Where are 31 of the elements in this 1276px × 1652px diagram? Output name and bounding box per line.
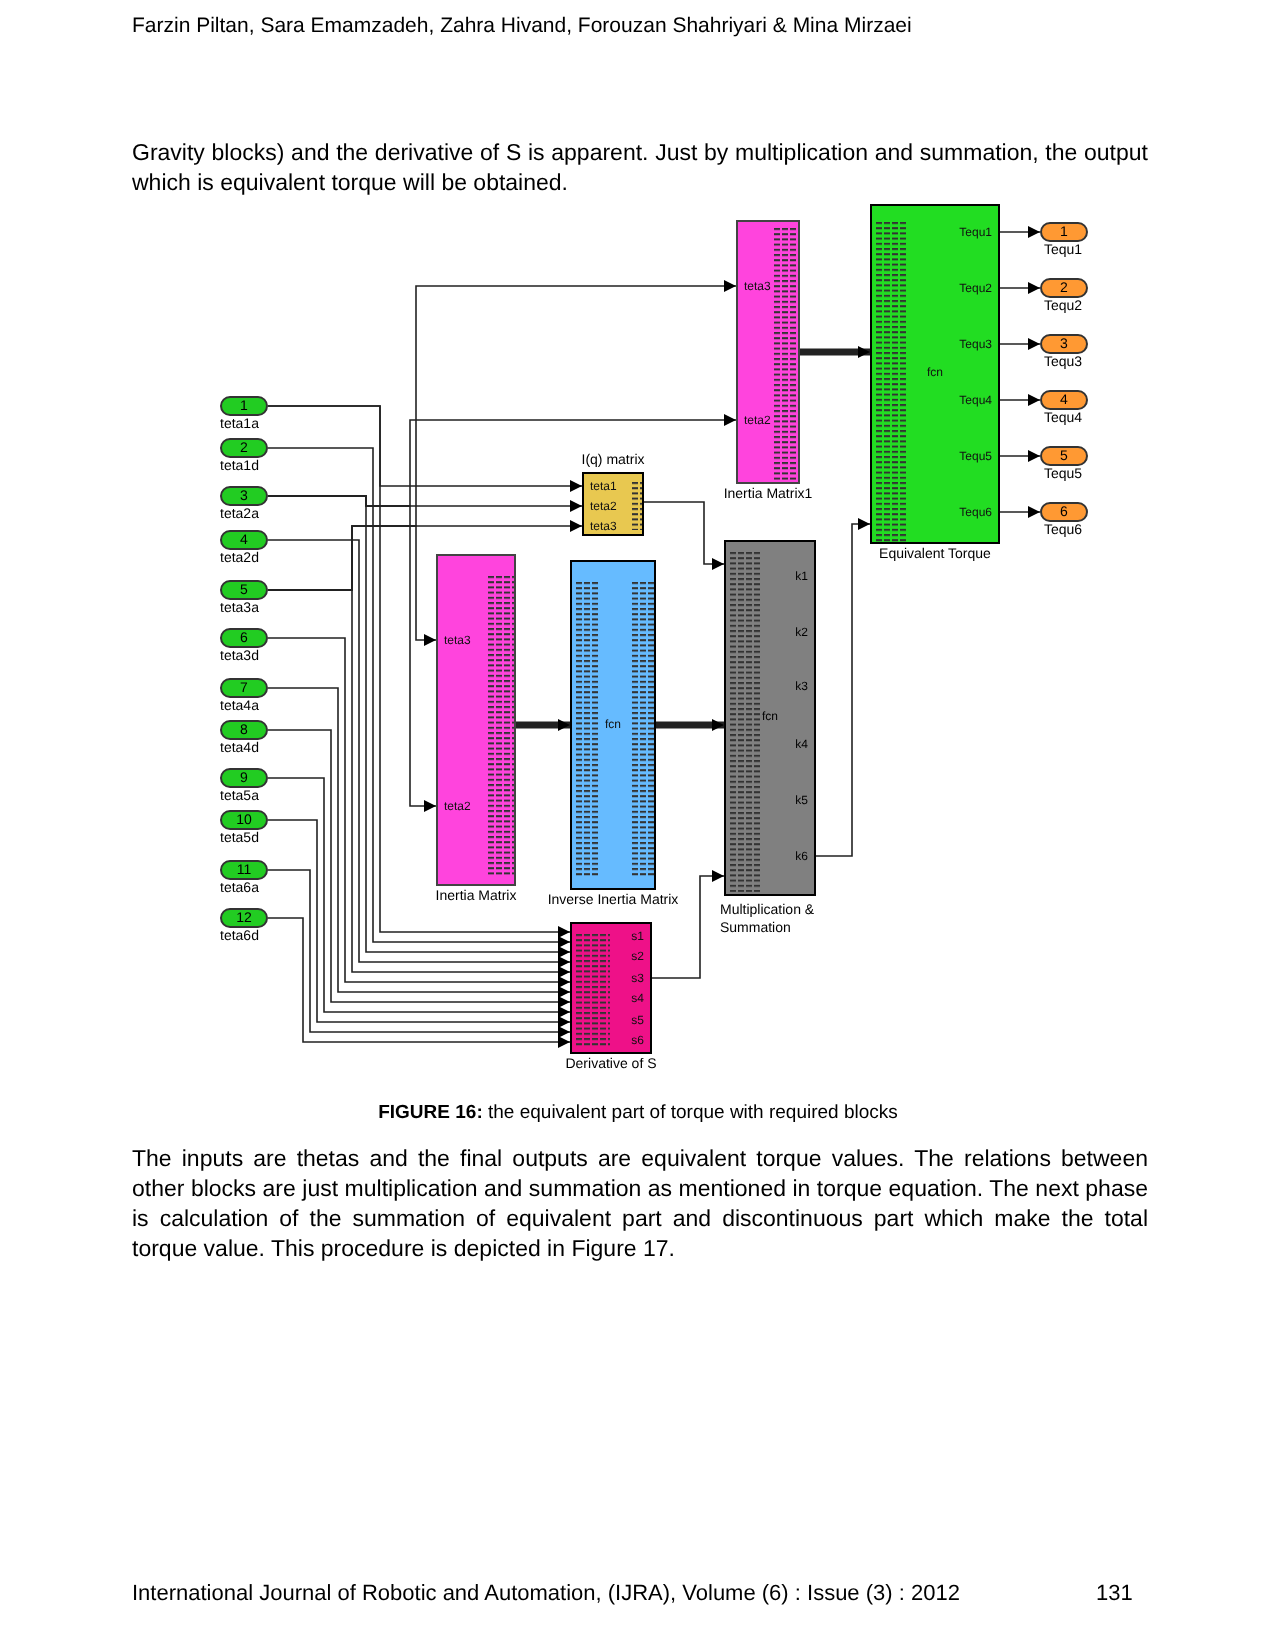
function-block xyxy=(570,560,656,890)
signal-line xyxy=(267,869,571,1038)
signal-line xyxy=(643,501,725,570)
signal-line xyxy=(999,450,1041,462)
signal-line xyxy=(267,917,571,1048)
figure-caption: FIGURE 16: the equivalent part of torque with required blocks xyxy=(376,1100,900,1128)
signal-line xyxy=(267,687,571,998)
subsystem-block xyxy=(436,554,516,886)
signal-line xyxy=(999,226,1041,238)
signal-line xyxy=(651,870,725,979)
journal-footer: International Journal of Robotic and Automation, (IJRA), Volume (6) : Issue (3) : 2012 xyxy=(132,1578,960,1611)
signal-line xyxy=(999,338,1041,350)
page-number: 131 xyxy=(1096,1580,1133,1610)
signal-line xyxy=(999,506,1041,518)
function-block xyxy=(724,540,816,896)
signal-line xyxy=(267,777,571,1018)
subsystem-block xyxy=(570,922,652,1054)
signal-line xyxy=(999,394,1041,406)
subsystem-block xyxy=(582,472,644,536)
signal-line xyxy=(999,282,1041,294)
signal-bus xyxy=(800,346,870,358)
body-paragraph: Gravity blocks) and the derivative of S is apparent. Just by multiplication and summation, the output which is equivalent torque will be obtained. xyxy=(132,140,1148,200)
body-paragraph: The inputs are thetas and the final outputs are equivalent torque values. The relations between other blocks are just multiplication and summation as mentioned in torque equation. The next phase is calculation of the summation of equivalent part and discontinuous part which make the total torque value. This procedure is depicted in Figure 17. xyxy=(132,1146,1148,1266)
subsystem-block xyxy=(736,220,800,484)
signal-bus xyxy=(516,719,570,731)
signal-line xyxy=(815,518,871,857)
signal-line xyxy=(267,819,571,1028)
running-header: Farzin Piltan, Sara Emamzadeh, Zahra Hivand, Forouzan Shahriyari & Mina Mirzaei xyxy=(132,12,912,42)
function-block xyxy=(870,204,1000,544)
signal-line xyxy=(267,729,571,1008)
signal-bus xyxy=(656,719,724,731)
